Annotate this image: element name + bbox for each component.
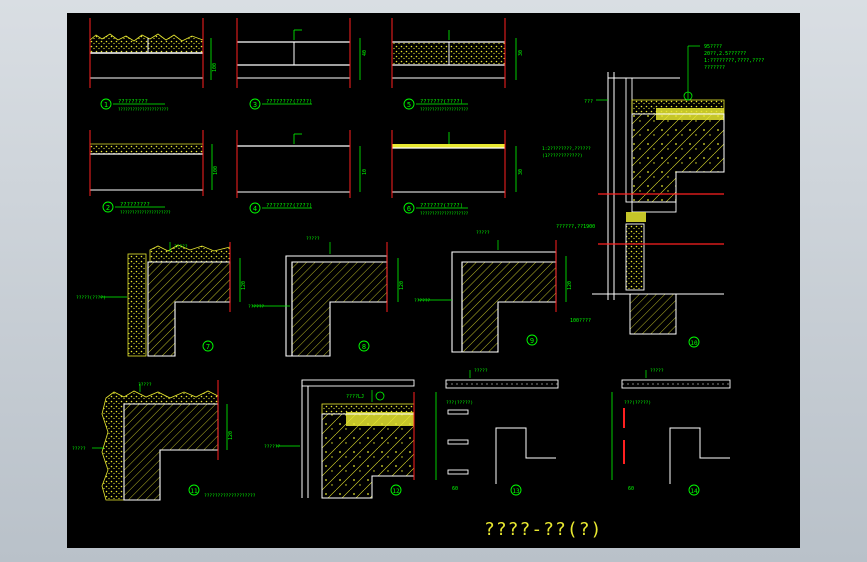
detail-13-top-label: ????? bbox=[474, 368, 488, 374]
detail-11-note: ????? bbox=[72, 446, 86, 452]
detail-11-caption: ??????????????????? bbox=[204, 493, 256, 499]
detail-12: ????LJ ?????? 12 bbox=[264, 379, 415, 499]
detail-14-top-label: ????? bbox=[650, 368, 664, 374]
detail-10-label-top3: 1:????????,????,???? bbox=[704, 58, 764, 64]
detail-1-caption: ????????? bbox=[118, 99, 148, 105]
detail-6-caption: ???????(????) bbox=[420, 203, 463, 209]
detail-10-label-left2: (1????????????) bbox=[542, 153, 583, 159]
detail-7: ?????(????) 7 120 bbox=[76, 242, 247, 357]
detail-8-number: 8 bbox=[362, 343, 366, 351]
detail-5-caption: ???????(????) bbox=[420, 99, 463, 105]
detail-4-dim-a: 10 bbox=[362, 169, 368, 175]
detail-4: 4 ????????(????) 10 bbox=[236, 130, 368, 214]
detail-5-note: ???????????????????? bbox=[420, 107, 469, 112]
detail-6-note: ???????????????????? bbox=[420, 211, 469, 216]
detail-10-number: 10 bbox=[690, 340, 698, 347]
detail-11-dim-a: 120 bbox=[228, 431, 234, 440]
detail-10-label-top4: ??????? bbox=[704, 65, 725, 71]
detail-8: ?????? 8 120 bbox=[248, 242, 405, 357]
detail-2: 2 ????????? ????????????????????? 100 bbox=[89, 130, 219, 215]
detail-14-number: 14 bbox=[690, 488, 698, 495]
detail-9: ?????? 9 120 bbox=[414, 240, 573, 353]
detail-7-number: 7 bbox=[206, 343, 210, 351]
detail-11-top-label: ????? bbox=[138, 382, 152, 388]
detail-8-dim-a: 120 bbox=[399, 281, 405, 290]
detail-14-dim-bottom: 60 bbox=[628, 486, 634, 492]
detail-5-number: 5 bbox=[407, 101, 411, 109]
detail-7-note: ?????(????) bbox=[76, 295, 106, 301]
detail-9-top-label: ????? bbox=[476, 230, 490, 236]
detail-8-note: ?????? bbox=[248, 304, 265, 310]
detail-13-note: ???(?????) bbox=[446, 400, 473, 406]
detail-13-number: 13 bbox=[512, 488, 520, 495]
detail-10-label-mid: ??????,??1900 bbox=[556, 224, 595, 230]
detail-14: ????? ???(?????) 60 14 bbox=[611, 368, 731, 496]
detail-8-top-label: ????? bbox=[306, 236, 320, 242]
detail-12-number: 12 bbox=[392, 488, 400, 495]
detail-6: 6 ???????(????) ???????????????????? 30 bbox=[391, 130, 524, 216]
detail-13-dim-bottom: 60 bbox=[452, 486, 458, 492]
detail-9-number: 9 bbox=[530, 337, 534, 345]
detail-1-dim-a: 100 bbox=[212, 63, 218, 72]
detail-5: 5 ???????(????) ???????????????????? 30 bbox=[391, 18, 524, 112]
detail-7-top-label: ????? bbox=[174, 244, 188, 250]
detail-14-note: ???(?????) bbox=[624, 400, 651, 406]
detail-10-label-bottom: 100???? bbox=[570, 318, 591, 324]
detail-2-number: 2 bbox=[106, 204, 110, 212]
detail-10: 95???? 20??,2.5?????? 1:????????,????,??… bbox=[542, 44, 764, 348]
detail-11-number: 11 bbox=[190, 488, 198, 495]
detail-1: 1 ????????? ????????????????????? 100 bbox=[89, 18, 218, 112]
detail-12-top-label: ????LJ bbox=[346, 394, 364, 400]
detail-3-dim-a: 40 bbox=[362, 50, 368, 56]
detail-12-note: ?????? bbox=[264, 444, 281, 450]
detail-5-dim-a: 30 bbox=[518, 50, 524, 56]
detail-6-number: 6 bbox=[407, 205, 411, 213]
detail-4-number: 4 bbox=[253, 205, 257, 213]
detail-6-dim-a: 30 bbox=[518, 169, 524, 175]
detail-13: ????? ???(?????) 60 13 bbox=[435, 368, 559, 496]
detail-2-dim-a: 100 bbox=[213, 166, 219, 175]
detail-3-caption: ????????(????) bbox=[266, 99, 312, 105]
detail-10-label-left: 1:2????????,?????? bbox=[542, 146, 591, 152]
detail-1-note: ????????????????????? bbox=[118, 107, 169, 112]
detail-10-label-top2: 20??,2.5?????? bbox=[704, 51, 746, 57]
detail-1-number: 1 bbox=[104, 101, 108, 109]
detail-10-label-side: ??? bbox=[584, 99, 593, 105]
detail-3-number: 3 bbox=[253, 101, 257, 109]
sheet-title: ????-??(?) bbox=[484, 519, 603, 540]
detail-7-dim-a: 120 bbox=[241, 281, 247, 290]
detail-9-note: ?????? bbox=[414, 298, 431, 304]
detail-2-note: ????????????????????? bbox=[120, 210, 171, 215]
detail-4-caption: ????????(????) bbox=[266, 203, 312, 209]
detail-3: 3 ????????(????) 40 bbox=[236, 18, 368, 110]
detail-11: ????? ????? 11 ??????????????????? 120 bbox=[72, 380, 256, 501]
detail-2-caption: ????????? bbox=[120, 202, 150, 208]
detail-10-label-top: 95???? bbox=[704, 44, 722, 50]
detail-9-dim-a: 120 bbox=[567, 281, 573, 290]
